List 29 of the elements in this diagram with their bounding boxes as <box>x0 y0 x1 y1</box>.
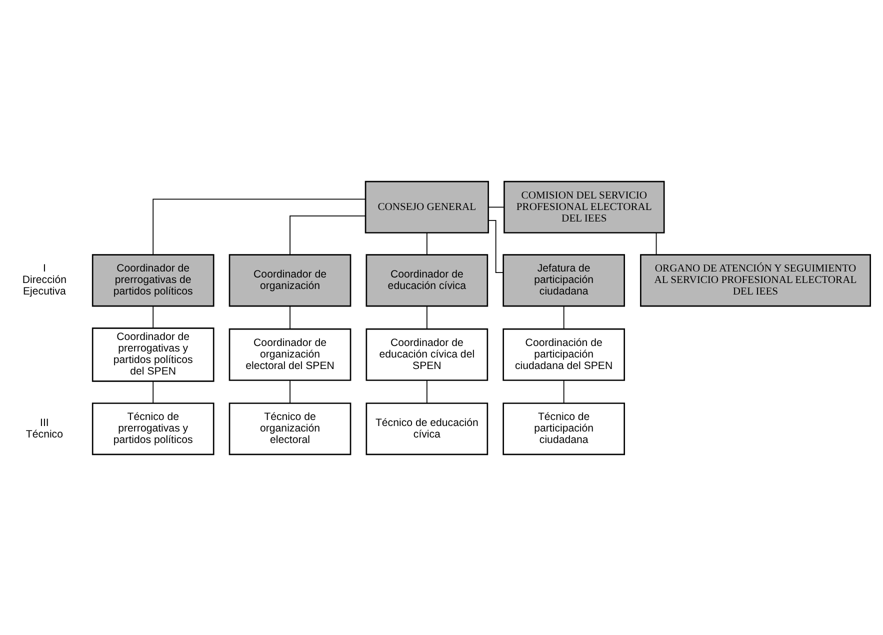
node-box: COMISION DEL SERVICIO PROFESIONAL ELECTORAL DEL IEES <box>504 180 665 233</box>
node-box: Jefatura de participación ciudadana <box>502 254 625 306</box>
connector <box>426 380 428 403</box>
connector <box>563 305 564 329</box>
node-box: Coordinador de educación cívica <box>366 254 488 306</box>
node-box: Coordinación de participación ciudadana del SPEN <box>502 328 625 380</box>
connector <box>152 380 154 404</box>
connector <box>426 232 428 255</box>
node-box: CONSEJO GENERAL <box>364 180 489 233</box>
connector <box>563 380 564 403</box>
node-box: Técnico de prerrogativas y partidos políticos <box>92 402 214 455</box>
node-box: Técnico de organización electoral <box>228 402 352 455</box>
node-box: ORGANO DE ATENCIÓN Y SEGUIMIENTO AL SERVICIO PROFESIONAL ELECTORAL DEL IEES <box>640 254 871 306</box>
node-box: Coordinador de organización electoral del SPEN <box>228 328 352 380</box>
node-box: Técnico de participación ciudadana <box>502 402 625 455</box>
node-box: Coordinador de prerrogativas y partidos políticos del SPEN <box>92 327 214 382</box>
connector <box>290 215 366 255</box>
label: I Dirección Ejecutiva <box>22 262 67 298</box>
connector <box>488 219 504 272</box>
connector <box>656 232 657 255</box>
connector <box>152 305 154 328</box>
connector <box>152 198 366 255</box>
node-box: Coordinador de educación cívica del SPEN <box>366 328 488 380</box>
node-box: Técnico de educación cívica <box>366 402 488 455</box>
connector <box>426 305 428 329</box>
node-box: Coordinador de prerrogativas de partidos políticos <box>92 254 214 306</box>
node-box: Coordinador de organización <box>228 254 352 306</box>
connector <box>488 206 505 208</box>
label: III Técnico <box>26 416 63 440</box>
